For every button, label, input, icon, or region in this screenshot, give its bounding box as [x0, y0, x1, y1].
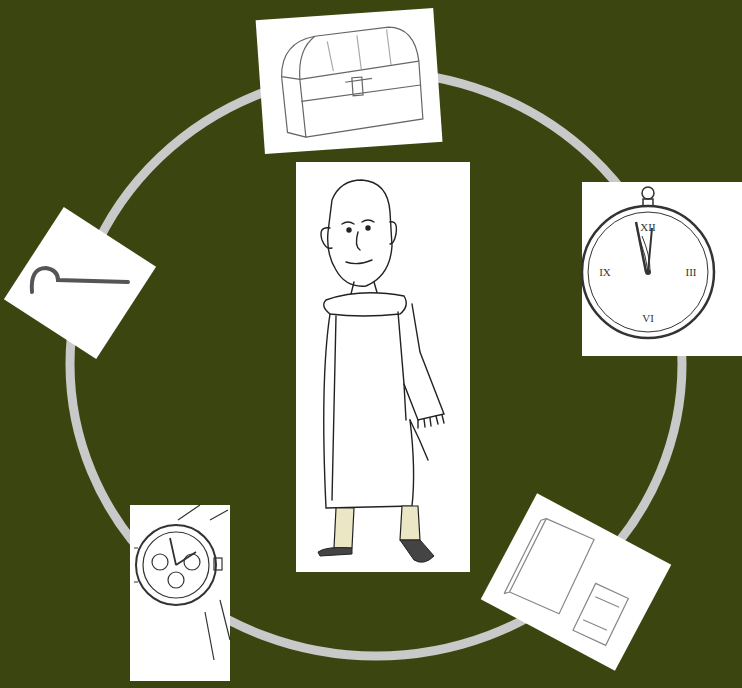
pocket-watch-card — [582, 182, 742, 356]
clock-numeral: XII — [640, 222, 655, 233]
wristwatch-card — [130, 505, 230, 681]
clock-numeral: VI — [642, 313, 654, 324]
clock-numeral: IX — [599, 267, 611, 278]
cane-card — [4, 207, 156, 359]
clock-numeral: III — [686, 267, 697, 278]
man-card — [296, 162, 470, 572]
chest-card — [256, 8, 443, 154]
book-card — [481, 493, 672, 670]
